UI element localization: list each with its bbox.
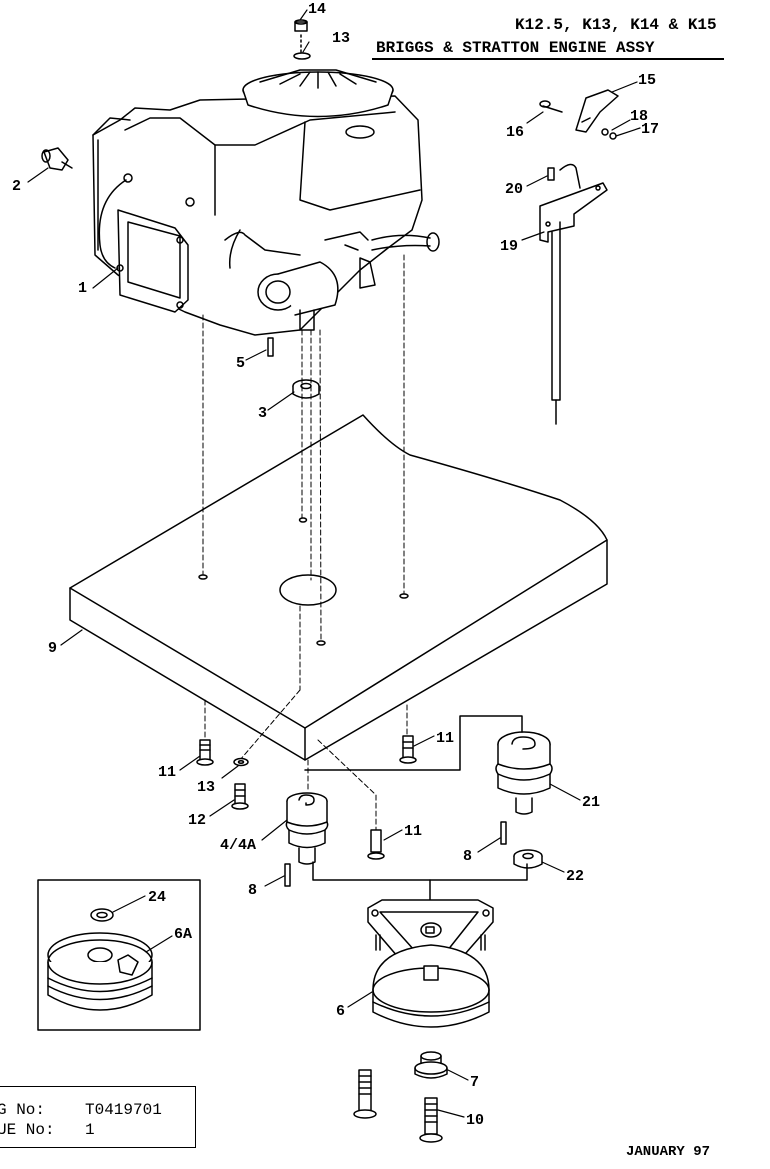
drawing-number-value: T0419701 (85, 1101, 162, 1119)
callout-labels: 14 13 15 16 18 17 2 20 19 1 5 3 9 11 11 … (12, 1, 659, 1129)
callout-10: 10 (466, 1112, 484, 1129)
callout-1: 1 (78, 280, 87, 297)
callout-3: 3 (258, 405, 267, 422)
title-underline (372, 58, 724, 60)
elbow-fitting-2 (41, 147, 73, 171)
callout-14: 14 (308, 1, 326, 18)
callout-4-4a: 4/4A (220, 837, 256, 854)
adapter-4-4a (285, 792, 329, 865)
callout-16: 16 (506, 124, 524, 141)
callout-8-right: 8 (463, 848, 472, 865)
throttle-control (539, 89, 619, 425)
callout-11-left: 11 (158, 764, 176, 781)
drawing-number-row: G No: T0419701 (0, 1101, 162, 1119)
drawing-number-label: G No: (0, 1101, 46, 1119)
callout-8-left: 8 (248, 882, 257, 899)
callout-9: 9 (48, 640, 57, 657)
nut-14 (294, 19, 308, 32)
callout-13-lower: 13 (197, 779, 215, 796)
bolt-11-right (399, 735, 417, 764)
callout-7: 7 (470, 1074, 479, 1091)
callout-19: 19 (500, 238, 518, 255)
spacer-3 (292, 379, 320, 399)
callout-13-top: 13 (332, 30, 350, 47)
callout-5: 5 (236, 355, 245, 372)
spacer-7 (414, 1051, 448, 1079)
model-list: K12.5, K13, K14 & K15 (515, 16, 717, 34)
callout-20: 20 (505, 181, 523, 198)
washer-13-top (293, 52, 311, 60)
callout-22: 22 (566, 868, 584, 885)
engine (92, 69, 440, 336)
drawing-info-box: G No: T0419701 UE No: 1 (0, 1086, 196, 1148)
deck-plate (69, 414, 608, 761)
callout-24: 24 (148, 889, 166, 906)
spacer-22 (513, 849, 543, 869)
callout-11-middle: 11 (404, 823, 422, 840)
callout-6a: 6A (174, 926, 192, 943)
washer-13-lower (233, 757, 249, 767)
key-8-right (500, 821, 507, 845)
callout-2: 2 (12, 178, 21, 195)
callout-18: 18 (630, 108, 648, 125)
bolt-12 (231, 783, 249, 810)
key-5 (267, 337, 274, 357)
inset-clutch-6a (37, 879, 201, 1031)
key-8-left (284, 863, 291, 887)
callout-6: 6 (336, 1003, 345, 1020)
bolt-11-middle (367, 829, 385, 860)
issue-number-value: 1 (85, 1121, 95, 1139)
issue-number-row: UE No: 1 (0, 1121, 95, 1139)
callout-11-right: 11 (436, 730, 454, 747)
issue-number-label: UE No: (0, 1121, 55, 1139)
clutch-6 (367, 899, 494, 1028)
bolt-10-spare (353, 1069, 377, 1119)
bolt-10 (419, 1097, 443, 1143)
callout-12: 12 (188, 812, 206, 829)
callout-15: 15 (638, 72, 656, 89)
callout-17: 17 (641, 121, 659, 138)
pulley-21 (495, 731, 553, 815)
assembly-title: BRIGGS & STRATTON ENGINE ASSY (376, 39, 655, 57)
bolt-11-left (196, 739, 214, 766)
issue-date: JANUARY 97 (626, 1144, 711, 1160)
callout-21: 21 (582, 794, 600, 811)
